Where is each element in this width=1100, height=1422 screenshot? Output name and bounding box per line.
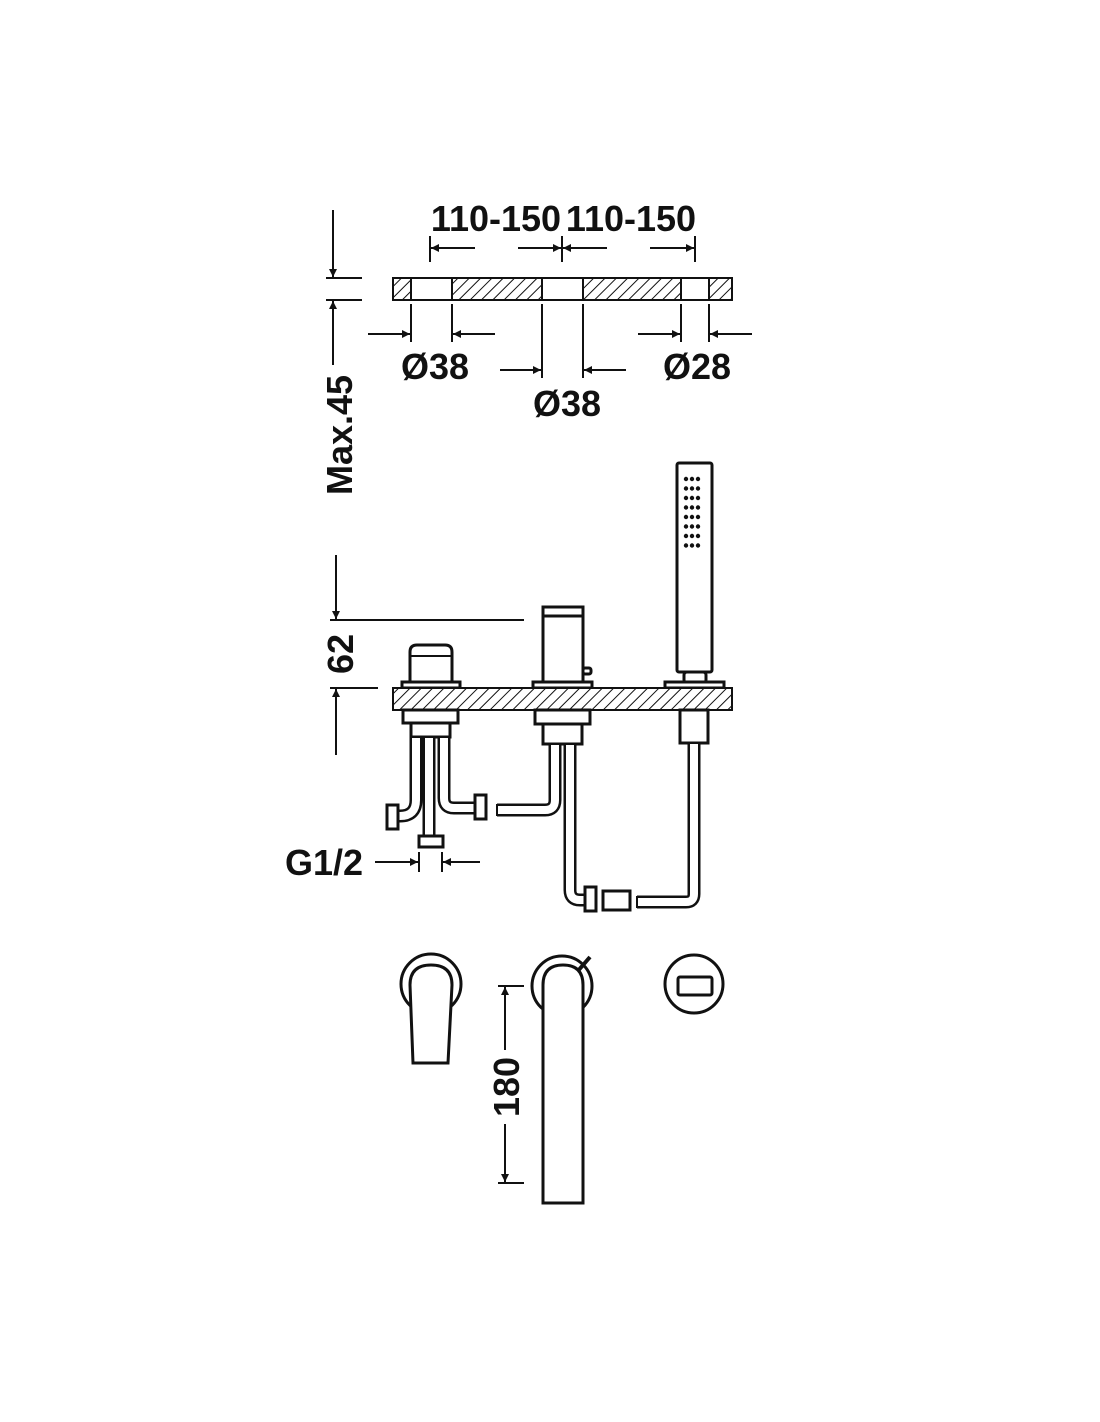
- hole-middle-label: Ø38: [533, 383, 601, 424]
- hole-middle: [541, 277, 584, 301]
- nozzle-dot: [689, 514, 695, 520]
- spacing-right-label: 110-150: [566, 198, 696, 239]
- nozzle-dot: [695, 495, 701, 501]
- deck-thickness-dimension: Max.45: [319, 210, 362, 495]
- nozzle-dot: [689, 476, 695, 482]
- nozzle-dot: [689, 524, 695, 529]
- nozzle-dot: [695, 505, 701, 510]
- hole-left-label: Ø38: [401, 346, 469, 387]
- front-view: 180: [399, 952, 725, 1205]
- deck-section-side: [392, 687, 733, 711]
- nozzle-dot: [683, 514, 689, 520]
- nozzle-dot: [683, 524, 689, 529]
- spout-height-dimension: 62: [320, 555, 524, 755]
- nozzle-dot: [695, 486, 701, 491]
- under-deck-fittings: [401, 708, 710, 746]
- hole-right-label: Ø28: [663, 346, 731, 387]
- nozzle-dot: [683, 476, 689, 482]
- supply-pipes: [385, 737, 701, 913]
- deck-thickness-label: Max.45: [319, 375, 360, 495]
- top-view: 110-150 110-150 Ø38 Ø38 Ø28: [319, 198, 752, 495]
- hole-right: [680, 277, 710, 301]
- nozzle-dot: [683, 486, 689, 491]
- nozzle-dot: [695, 543, 701, 548]
- hole-left: [410, 277, 453, 301]
- nozzle-dot: [683, 495, 689, 501]
- spout-side: [531, 605, 594, 690]
- nozzle-dot: [683, 533, 689, 539]
- spout-length-dimension: 180: [486, 985, 527, 1184]
- diverter-knob: [663, 953, 725, 1015]
- nozzle-dot: [689, 533, 695, 539]
- lever-handle: [399, 952, 463, 1065]
- shower-nozzles: [683, 476, 701, 548]
- spacing-left-label: 110-150: [431, 198, 561, 239]
- nozzle-dot: [695, 476, 701, 482]
- nozzle-dot: [683, 543, 689, 548]
- nozzle-dot: [689, 495, 695, 501]
- nozzle-dot: [695, 514, 701, 520]
- nozzle-dot: [689, 486, 695, 491]
- connection-label: G1/2: [285, 842, 363, 883]
- valve-side: [400, 643, 462, 690]
- spout-length-label: 180: [486, 1057, 527, 1117]
- spacing-dimension: 110-150 110-150: [429, 198, 696, 262]
- deck-section-top: [392, 277, 733, 301]
- spout-front: [530, 954, 594, 1205]
- hand-shower: [663, 461, 726, 690]
- side-view: 62 G1/2: [285, 461, 733, 913]
- nozzle-dot: [683, 505, 689, 510]
- nozzle-dot: [695, 524, 701, 529]
- spout-height-label: 62: [320, 634, 361, 674]
- nozzle-dot: [689, 543, 695, 548]
- hole-dimensions: Ø38 Ø38 Ø28: [368, 304, 752, 424]
- nozzle-dot: [695, 533, 701, 539]
- nozzle-dot: [689, 505, 695, 510]
- connection-dimension: G1/2: [285, 842, 480, 883]
